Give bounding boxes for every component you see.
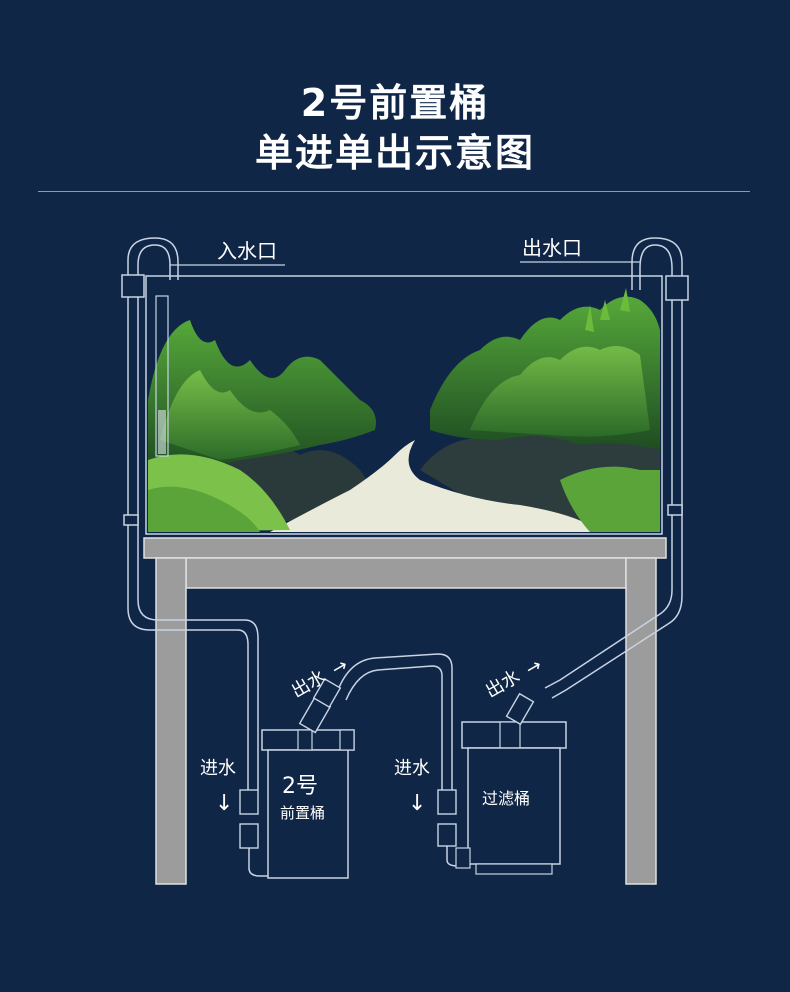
arrow-down-icon: ↓ <box>408 791 426 816</box>
filter-bucket: 过滤桶 <box>437 692 567 875</box>
filter-in-callout: 进水 ↓ <box>394 758 430 816</box>
filter-in-label: 进水 <box>394 758 430 779</box>
connecting-pipe <box>337 653 453 790</box>
arrow-down-icon: ↓ <box>215 791 233 816</box>
outlet-pipe <box>544 237 689 699</box>
pre-filter-in-label: 进水 <box>200 758 236 779</box>
inlet-pipe <box>121 237 259 790</box>
pre-filter-name: 前置桶 <box>280 804 325 822</box>
title-divider <box>38 191 750 192</box>
arrow-right-icon: → <box>522 655 546 681</box>
inlet-callout: 入水口 <box>170 239 285 266</box>
pre-filter-bucket: 2号 前置桶 <box>239 678 355 879</box>
title-line-1: 2号前置桶 <box>300 81 490 125</box>
outlet-callout: 出水口 <box>520 236 640 263</box>
filter-name: 过滤桶 <box>482 789 530 808</box>
filter-out-callout: 出水 → <box>482 655 546 703</box>
inlet-label: 入水口 <box>217 239 277 263</box>
aquarium-tank <box>145 275 663 535</box>
pre-filter-in-callout: 进水 ↓ <box>200 758 236 816</box>
arrow-right-icon: → <box>328 655 352 681</box>
title-line-2: 单进单出示意图 <box>254 131 535 175</box>
outlet-label: 出水口 <box>522 236 582 260</box>
aquarium-stand <box>143 537 667 885</box>
pre-filter-number: 2号 <box>282 774 318 799</box>
